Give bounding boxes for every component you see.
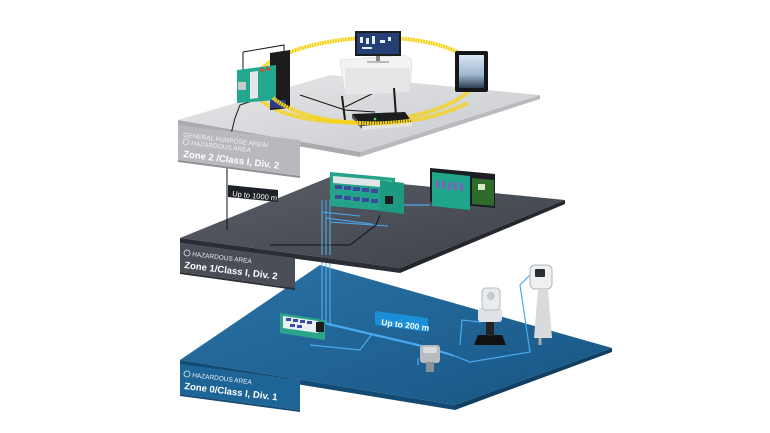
ex-hazard-icon <box>183 249 191 257</box>
radar-level-transmitter <box>474 287 506 345</box>
ex-hazard-icon <box>183 370 191 378</box>
zone1-tag: HAZARDOUS AREA Zone 1/Class I, Div. 2 <box>180 243 295 290</box>
field-junction-box <box>280 313 325 340</box>
wireless-ring-front <box>271 96 469 126</box>
ex-hazard-icon <box>182 138 190 146</box>
zone2-tag: GENERAL PURPOSE AREA/ HAZARDOUS AREA Zon… <box>178 125 300 178</box>
isolator-barrier-rack <box>430 168 495 210</box>
vertical-cable-bundle <box>321 255 331 326</box>
valve-positioner <box>420 345 440 372</box>
tablet <box>455 51 488 92</box>
remote-io-module <box>330 172 404 214</box>
guided-wave-level-sensor <box>529 264 553 345</box>
zone0-plane <box>180 265 612 410</box>
control-workstation <box>339 31 413 96</box>
zone1-internal-cables <box>270 200 430 255</box>
distance-badge-1000m: Up to 1000 m <box>226 150 278 230</box>
zone0-tag: HAZARDOUS AREA Zone 0/Class I, Div. 1 <box>180 364 300 412</box>
remote-io-station <box>237 50 290 110</box>
